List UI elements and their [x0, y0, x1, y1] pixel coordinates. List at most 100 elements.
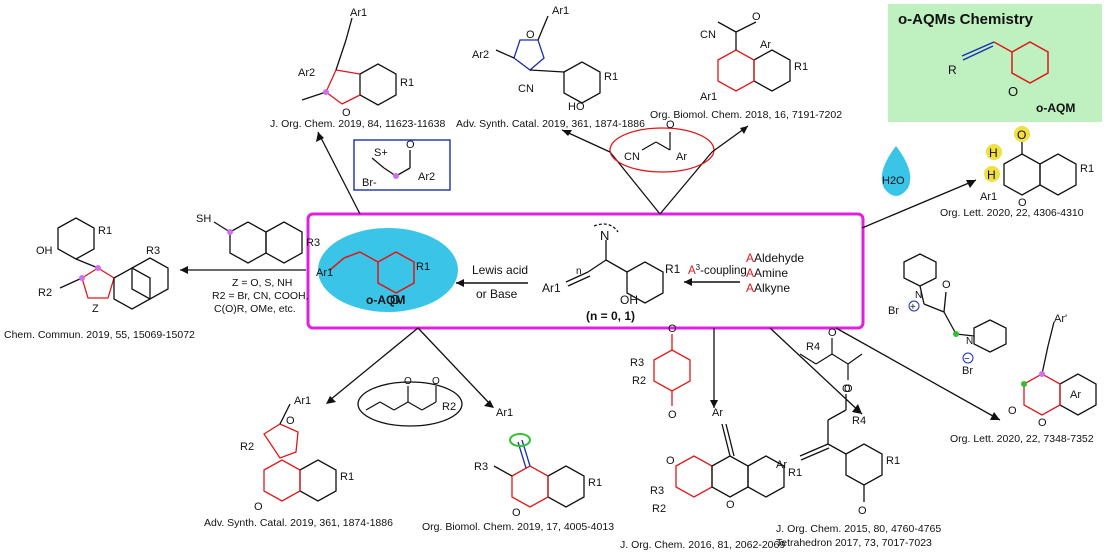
coumarin-structure: [1023, 321, 1097, 416]
reactant-caption: (n = 0, 1): [586, 309, 635, 323]
pyridinium-br2: Br: [962, 365, 973, 377]
arrow-to-furan: [561, 129, 611, 153]
chromanone-h2: H: [987, 168, 996, 182]
cn-reagent-ar: Ar: [676, 151, 687, 163]
arrowhead-furocoumarin: [326, 396, 336, 404]
product-structure: [329, 251, 415, 294]
reactant-ar1: Ar1: [542, 281, 561, 295]
benzofuran-ar1: Ar1: [350, 7, 367, 19]
pyridinium-minus: −: [964, 354, 970, 365]
reactant-structure: [565, 223, 664, 304]
thiol-r3: R3: [306, 237, 320, 249]
title-box: [888, 4, 1102, 122]
chromene-structure: [717, 21, 791, 92]
ylide-br: Br-: [362, 177, 377, 189]
arrowhead-adduct: [852, 404, 862, 414]
a3-alkyne: AAlkyne: [746, 281, 790, 295]
furan-r1: R1: [604, 71, 618, 83]
adduct-ref-1: J. Org. Chem. 2015, 80, 4760-4765: [776, 523, 941, 535]
coumarin-ref: Org. Lett. 2020, 22, 7348-7352: [950, 433, 1094, 445]
arrowhead-chromene: [740, 126, 748, 134]
pyridinium-structure: [903, 253, 1007, 353]
product-caption: o-AQM: [366, 293, 405, 307]
ylide-box: [353, 139, 451, 191]
xanthenone-r1: R1: [788, 467, 802, 479]
cn-reagent-structure: [641, 132, 671, 151]
ester-structure: [365, 386, 437, 411]
adduct-o: O: [842, 383, 851, 395]
chromanone-o-highlight: [1014, 126, 1030, 142]
adduct-ref-2: Tetrahedron 2017, 73, 7017-7023: [776, 537, 932, 549]
chromanone-h1-highlight: [986, 144, 1002, 160]
furocoumarin-ref: Adv. Synth. Catal. 2019, 361, 1874-1886: [204, 517, 393, 529]
product-ellipse: [318, 228, 458, 312]
adduct-ring-o: O: [858, 505, 867, 517]
benzofuran-r1: R1: [400, 77, 414, 89]
coumarin3-r3: R3: [474, 461, 488, 473]
diketone-r4: R4: [806, 341, 820, 353]
furan-structure: [495, 15, 601, 104]
xanthenone-ref: J. Org. Chem. 2016, 81, 2062-2069: [620, 539, 785, 551]
chromene-r1: R1: [794, 61, 808, 73]
pyridinium-n2: N: [966, 336, 973, 347]
furan-cn: CN: [518, 83, 534, 95]
title-text: o-AQMs Chemistry: [898, 11, 1034, 28]
alkyne-highlight: [509, 433, 531, 447]
pyridinium-plus-ring: [908, 300, 920, 312]
bt-r1: R1: [98, 225, 112, 237]
bt-ref: Chem. Commun. 2019, 55, 15069-15072: [4, 329, 195, 341]
bt-z: Z: [92, 303, 99, 315]
cn-reagent-ellipse: [609, 127, 715, 173]
tri-left: [329, 327, 419, 401]
ester-ellipse: [357, 381, 463, 427]
benzofuran-ref: J. Org. Chem. 2019, 84, 11623-11638: [270, 118, 445, 130]
mid-arrow-line1: Lewis acid: [472, 263, 528, 277]
furocoumarin-ar1: Ar1: [294, 395, 311, 407]
adduct-ar: Ar: [776, 459, 787, 471]
pyridinium-minus-ring: [962, 352, 974, 364]
diketone-o1: O: [828, 327, 837, 339]
chromanone-h1: H: [989, 146, 998, 160]
furocoumarin-structure: [263, 403, 337, 502]
pyridinium-br1: Br: [888, 305, 899, 317]
xanthenone-structure: [675, 423, 785, 498]
ester-o1: O: [404, 376, 412, 387]
title-box-o: O: [1008, 84, 1018, 99]
coumarin-dot-1: [1039, 371, 1045, 377]
furan-o: O: [526, 29, 535, 41]
reactant-n: N: [600, 228, 609, 243]
title-box-caption: o-AQM: [1036, 101, 1075, 115]
arrow-to-coumarin: [835, 327, 1001, 421]
a3-arrowhead: [684, 278, 692, 286]
diketone-o2: O: [844, 383, 853, 395]
water-drop: [881, 146, 911, 196]
chromanone-h2-highlight: [984, 166, 1000, 182]
mid-arrowhead: [456, 279, 464, 287]
dione-r2: R2: [632, 375, 646, 387]
a3-amine: AAmine: [746, 266, 788, 280]
xanthenone-r3: R3: [650, 485, 664, 497]
xanthenone-r2: R2: [652, 503, 666, 515]
chromene-cn: CN: [700, 29, 716, 41]
center-box: [306, 212, 865, 330]
adduct-r1: R1: [886, 455, 900, 467]
ester-o2: O: [432, 376, 440, 387]
coumarin-ar1: Ar': [1054, 313, 1067, 325]
coumarin3-o: O: [512, 507, 521, 519]
pyridinium-o: O: [942, 279, 951, 291]
dione-o1: O: [668, 323, 677, 335]
ylide-s: S+: [374, 147, 388, 159]
coumarin3-structure: [493, 439, 585, 508]
adduct-structure: [799, 394, 883, 502]
naphthalenethiol-structure: [213, 221, 303, 264]
coumarin3-ar1: Ar1: [496, 407, 513, 419]
furan-oh: HO: [568, 101, 585, 113]
ylide-o: O: [406, 139, 415, 151]
coumarin-ar: Ar: [1070, 389, 1081, 401]
furan-ar2: Ar2: [472, 49, 489, 61]
arrow-to-chromanone: [861, 179, 977, 229]
reactant-n-sub: n: [576, 266, 582, 277]
dione-structure: [653, 334, 691, 406]
furocoumarin-ring-o: O: [254, 501, 263, 513]
